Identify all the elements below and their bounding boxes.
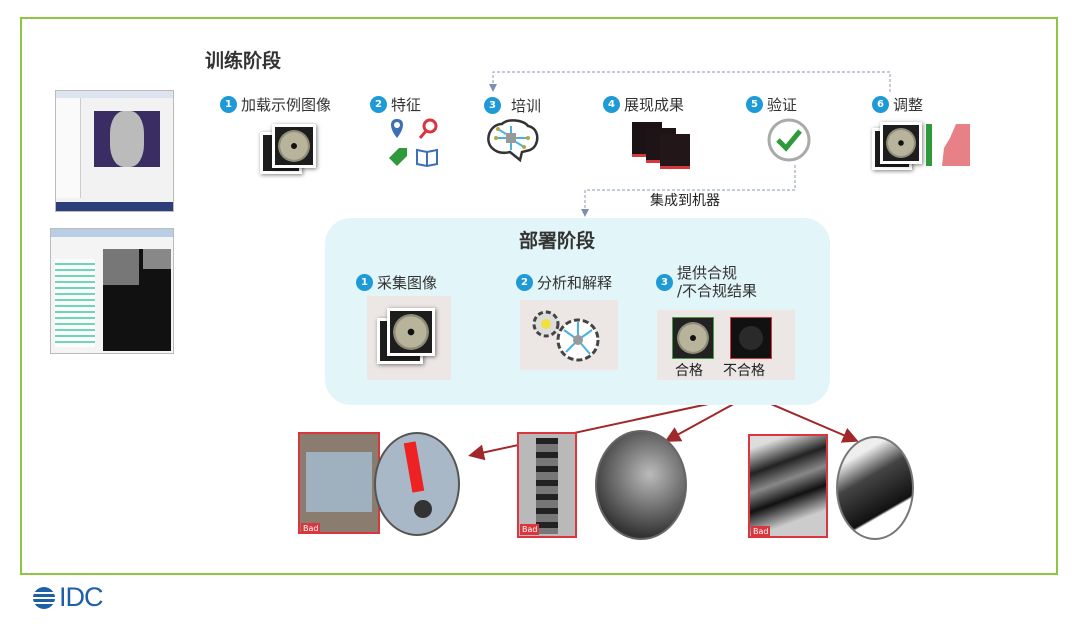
software-screenshot-2 (50, 228, 174, 354)
step-label: 验证 (767, 96, 798, 114)
bad-tag: Bad (520, 524, 540, 535)
diagram-frame (20, 17, 1058, 575)
capture-image-icon (367, 296, 451, 380)
magnifier-icon (422, 118, 438, 134)
deployment-title: 部署阶段 (519, 230, 596, 252)
bad-tag: Bad (301, 523, 321, 534)
step-number: 4 (603, 96, 620, 113)
step-label: 培训 (511, 97, 542, 115)
idc-globe-icon (33, 586, 55, 609)
gears-icon (520, 300, 618, 370)
feedback-loop-line (489, 71, 891, 92)
integrate-label: 集成到机器 (650, 193, 720, 209)
example-drill-defect: Bad (748, 432, 918, 542)
fail-image (730, 317, 772, 359)
integrate-line (581, 165, 796, 217)
step-label-line1: 提供合规 (677, 264, 738, 282)
step-number: 3 (484, 97, 501, 114)
idc-logo: IDC (32, 582, 103, 613)
pass-label: 合格 (675, 363, 703, 379)
bad-tag: Bad (751, 526, 771, 537)
example-screw-defect: Bad (517, 430, 692, 542)
training-step-3: 3 培训 (484, 95, 541, 116)
step-number: 5 (746, 96, 763, 113)
step-label: 特征 (391, 96, 422, 114)
tag-icon (389, 148, 407, 166)
step-number: 3 (656, 273, 673, 291)
results-stack-icon (632, 122, 702, 169)
idc-logo-text: IDC (59, 582, 103, 612)
step-label: 采集图像 (377, 274, 438, 292)
pass-image (672, 317, 714, 359)
image-stack-icon (258, 122, 328, 174)
step-number: 2 (370, 96, 387, 113)
adjust-icon (870, 120, 975, 170)
step-label: 调整 (893, 96, 924, 114)
step-label: 分析和解释 (537, 274, 613, 292)
example-chip-defect (298, 432, 463, 537)
step-number: 1 (356, 274, 373, 291)
step-label-line2: /不合规结果 (677, 282, 758, 300)
checkmark-icon (767, 118, 811, 162)
training-title: 训练阶段 (205, 50, 282, 72)
result-panel: 合格 不合格 (657, 310, 795, 380)
step-label: 展现成果 (624, 96, 685, 114)
brain-icon (487, 119, 539, 163)
fail-label: 不合格 (723, 363, 765, 379)
step-number: 2 (516, 274, 533, 291)
location-pin-icon (391, 119, 403, 138)
software-screenshot-1 (55, 90, 174, 212)
features-icon (389, 118, 438, 168)
step-number: 6 (872, 96, 889, 113)
book-icon (416, 148, 438, 168)
step-number: 1 (220, 96, 237, 113)
step-label: 加载示例图像 (241, 96, 332, 114)
